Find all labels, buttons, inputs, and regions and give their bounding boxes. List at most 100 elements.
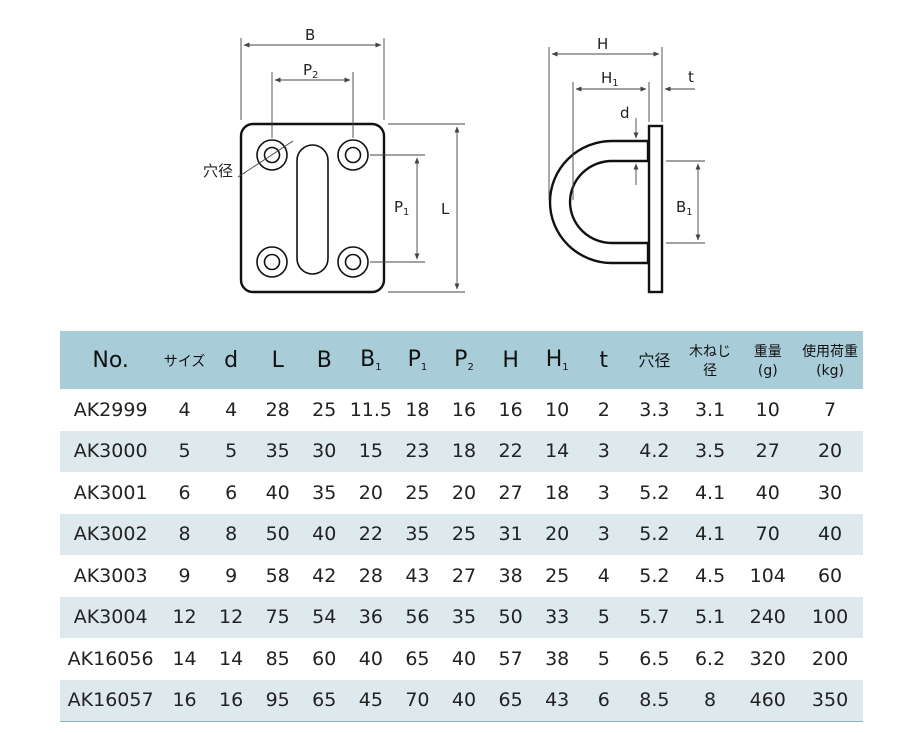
dimension-H: H <box>548 35 663 200</box>
cell-no: AK16056 <box>67 647 154 670</box>
cell-H: 16 <box>498 398 523 421</box>
cell-L: 95 <box>254 679 301 722</box>
cell-L: 75 <box>254 596 301 638</box>
cell-B1: 11.5 <box>349 398 392 421</box>
header-B: B <box>300 331 348 389</box>
cell-L: 85 <box>265 647 290 670</box>
cell-working-load: 30 <box>817 481 843 504</box>
dimension-t: t <box>664 68 695 92</box>
cell-P2: 40 <box>440 679 488 722</box>
dimension-H1: H1 <box>572 69 650 200</box>
cell-weight: 27 <box>738 430 798 472</box>
plate-front-view <box>239 122 386 294</box>
cell-wood-screw-diameter: 4.1 <box>694 481 726 504</box>
cell-P1: 18 <box>405 398 430 421</box>
cell-H1: 38 <box>545 647 570 670</box>
header-P2: P2 <box>440 331 488 389</box>
cell-weight: 10 <box>755 398 780 421</box>
mount-hole-bottom-right <box>337 246 369 278</box>
header-H1: H1 <box>533 331 581 389</box>
cell-hole-diameter: 6.5 <box>639 647 670 670</box>
cell-t: 2 <box>597 398 610 421</box>
cell-size: 14 <box>172 647 197 670</box>
header-P1: P1 <box>394 331 441 389</box>
header-weight: 重量(g) <box>738 331 798 389</box>
cell-P2: 25 <box>440 513 488 555</box>
cell-size: 9 <box>178 564 191 587</box>
cell-P2: 35 <box>440 596 488 638</box>
cell-B1: 15 <box>347 430 395 472</box>
cell-H1: 14 <box>533 430 581 472</box>
cell-B1: 40 <box>358 647 383 670</box>
cell-B: 30 <box>300 430 348 472</box>
cell-H: 57 <box>498 647 523 670</box>
cell-B: 40 <box>300 513 348 555</box>
cell-size: 4 <box>178 398 191 421</box>
cell-L: 35 <box>254 430 301 472</box>
cell-P1: 70 <box>394 679 441 722</box>
cell-L: 28 <box>265 398 290 421</box>
cell-d: 9 <box>225 564 238 587</box>
cell-hole-diameter: 5.2 <box>627 513 682 555</box>
cell-B: 60 <box>312 647 337 670</box>
cell-no: AK3000 <box>60 430 162 472</box>
cell-H: 65 <box>487 679 534 722</box>
header-wood-screw-diameter: 木ねじ径 <box>681 331 739 389</box>
cell-weight: 40 <box>755 481 780 504</box>
cell-t: 3 <box>597 481 610 504</box>
label-H1: H1 <box>601 69 619 89</box>
cell-P2: 40 <box>451 647 477 670</box>
plate-side-view <box>548 124 664 294</box>
mount-hole-top-left <box>256 139 288 171</box>
cell-P1: 43 <box>405 564 430 587</box>
cell-working-load: 20 <box>797 430 863 472</box>
cell-size: 8 <box>161 513 208 555</box>
cell-hole-diameter: 5.7 <box>627 596 682 638</box>
cell-no: AK3003 <box>73 564 148 587</box>
cell-weight: 70 <box>738 513 798 555</box>
cell-P2: 20 <box>451 481 477 504</box>
cell-hole-diameter: 5.2 <box>639 564 670 587</box>
cell-B: 54 <box>300 596 348 638</box>
cell-d: 6 <box>225 481 238 504</box>
cell-working-load: 7 <box>824 398 837 421</box>
cell-hole-diameter: 8.5 <box>627 679 682 722</box>
cell-B1: 28 <box>358 564 383 587</box>
cell-H1: 25 <box>545 564 570 587</box>
cell-H: 38 <box>498 564 523 587</box>
label-d: d <box>620 104 630 122</box>
label-P1: P1 <box>394 198 409 218</box>
header-working-load: 使用荷重(kg) <box>797 331 863 389</box>
cell-wood-screw-diameter: 5.1 <box>681 596 739 638</box>
cell-t: 3 <box>580 513 628 555</box>
cell-P1: 25 <box>405 481 430 504</box>
cell-B: 35 <box>312 481 337 504</box>
cell-B: 65 <box>300 679 348 722</box>
cell-d: 12 <box>207 596 255 638</box>
cell-d: 8 <box>207 513 255 555</box>
label-t: t <box>688 68 694 86</box>
cell-H1: 20 <box>533 513 581 555</box>
label-hole-diameter: 穴径 <box>203 162 233 180</box>
mount-hole-top-right <box>337 139 369 171</box>
cell-P2: 16 <box>451 398 477 421</box>
cell-B: 42 <box>312 564 337 587</box>
header-B1: B1 <box>347 331 395 389</box>
hole-callout: 穴径 <box>203 140 294 180</box>
cell-B: 25 <box>312 398 337 421</box>
cell-size: 5 <box>161 430 208 472</box>
cell-t: 4 <box>597 564 610 587</box>
cell-weight: 104 <box>749 564 786 587</box>
cell-wood-screw-diameter: 6.2 <box>694 647 726 670</box>
cell-no: AK16057 <box>60 679 162 722</box>
cell-working-load: 40 <box>797 513 863 555</box>
cell-P1: 56 <box>394 596 441 638</box>
cell-no: AK2999 <box>73 398 148 421</box>
cell-size: 6 <box>178 481 191 504</box>
cell-wood-screw-diameter: 8 <box>681 679 739 722</box>
